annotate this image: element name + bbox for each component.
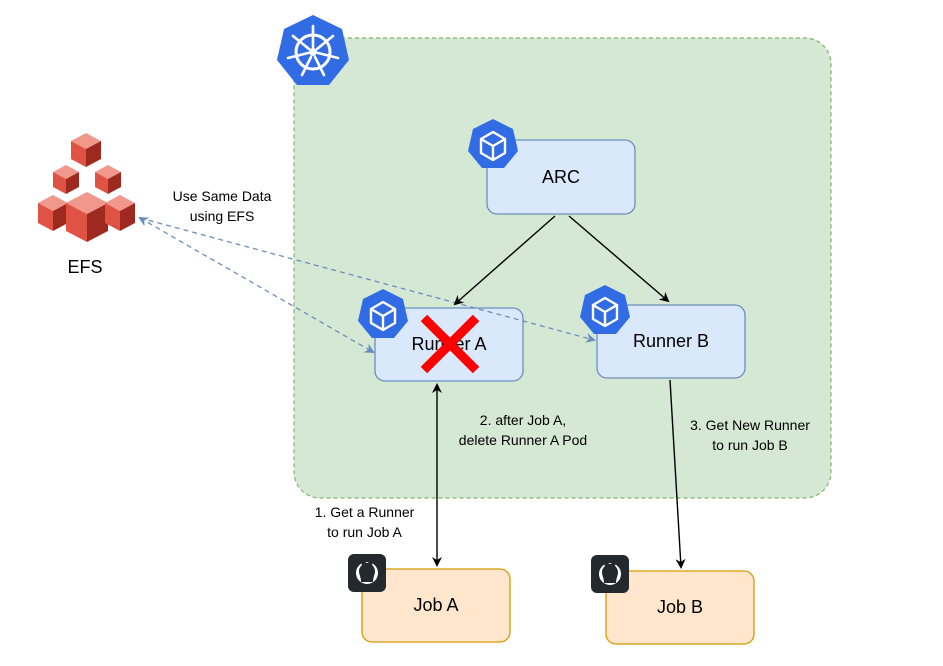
github-icon-job-b bbox=[591, 555, 629, 593]
arc-to-runner-a-arrow bbox=[453, 215, 556, 306]
runner-a-node-label: Runner A bbox=[411, 334, 487, 354]
kubernetes-icon bbox=[277, 15, 349, 85]
job-a-node-box bbox=[361, 568, 511, 643]
runner-b-node-box bbox=[596, 304, 746, 379]
efs-to-runner-b-link bbox=[139, 217, 596, 343]
runner-b-to-job-b-arrow bbox=[669, 379, 686, 569]
pod-icon-arc bbox=[468, 119, 518, 168]
github-icon-job-a bbox=[348, 554, 386, 592]
pod-icon-runner-b bbox=[580, 285, 630, 334]
job-b-node-box bbox=[605, 570, 755, 645]
step-2-label: 2. after Job A, delete Runner A Pod bbox=[458, 412, 588, 448]
efs-label: EFS bbox=[67, 257, 103, 277]
runner-b-node-label: Runner B bbox=[632, 331, 710, 351]
step-3-label: 3. Get New Runner to run Job B bbox=[690, 417, 810, 453]
job-b-node-label: Job B bbox=[656, 597, 704, 617]
job-a-node-label: Job A bbox=[413, 595, 459, 615]
arc-node-label: ARC bbox=[541, 166, 580, 187]
efs-share-label: Use Same Data using EFS bbox=[172, 188, 272, 224]
efs-icon bbox=[38, 133, 135, 242]
step-1-label: 1. Get a Runner to run Job A bbox=[314, 504, 415, 540]
arc-to-runner-b-arrow bbox=[568, 215, 670, 303]
arc-node-box bbox=[486, 139, 636, 215]
